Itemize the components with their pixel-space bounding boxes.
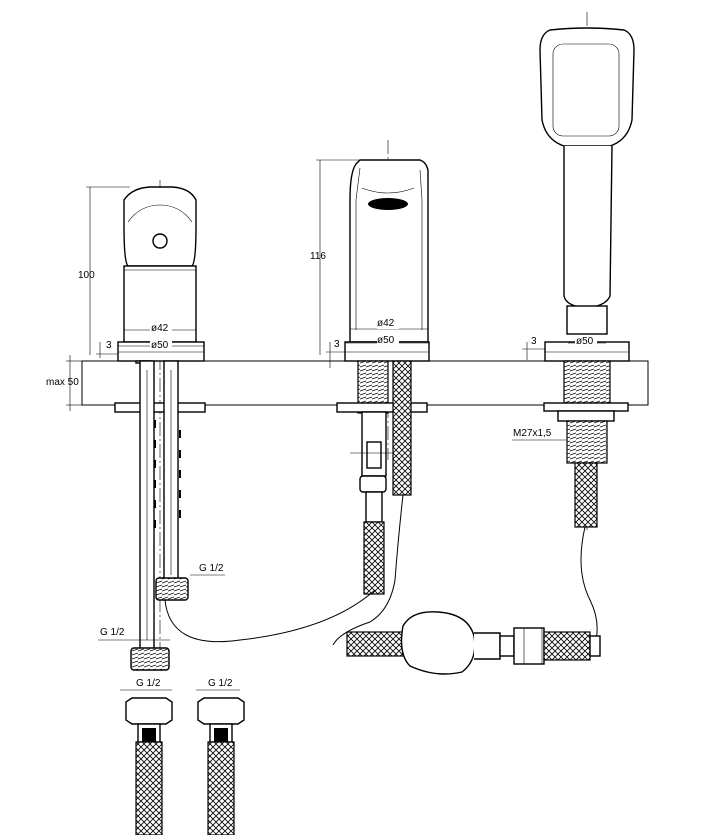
spout-middle: 116 ø42 ø50 3 <box>310 140 430 595</box>
hand-shower-right: ø50 3 M27x1,5 <box>512 12 635 530</box>
spout-dia42: ø42 <box>377 318 395 329</box>
g12-label-1: G 1/2 <box>199 563 224 574</box>
mixer-left-dia42: ø42 <box>151 323 169 334</box>
deck-max-label: max 50 <box>46 377 79 388</box>
supply-hose-right: G 1/2 <box>196 678 245 835</box>
thread-m27-label: M27x1,5 <box>513 428 552 439</box>
diverter-assembly <box>164 494 601 675</box>
spout-offset: 3 <box>334 339 340 350</box>
shower-offset: 3 <box>531 336 537 347</box>
mixer-valve-left: 100 ø42 ø50 3 <box>78 180 225 671</box>
height-116-label: 116 <box>310 251 326 262</box>
deck-thickness-dimension: max 50 <box>46 355 82 411</box>
height-100-label: 100 <box>78 270 95 281</box>
mixer-left-dia50: ø50 <box>151 340 169 351</box>
mixer-left-offset: 3 <box>106 340 112 351</box>
g12-label-3: G 1/2 <box>136 678 161 689</box>
shower-dia50: ø50 <box>576 336 594 347</box>
spout-dia50: ø50 <box>377 335 395 346</box>
g12-label-4: G 1/2 <box>208 678 233 689</box>
g12-label-2: G 1/2 <box>100 627 125 638</box>
supply-hose-left: G 1/2 <box>120 678 173 835</box>
